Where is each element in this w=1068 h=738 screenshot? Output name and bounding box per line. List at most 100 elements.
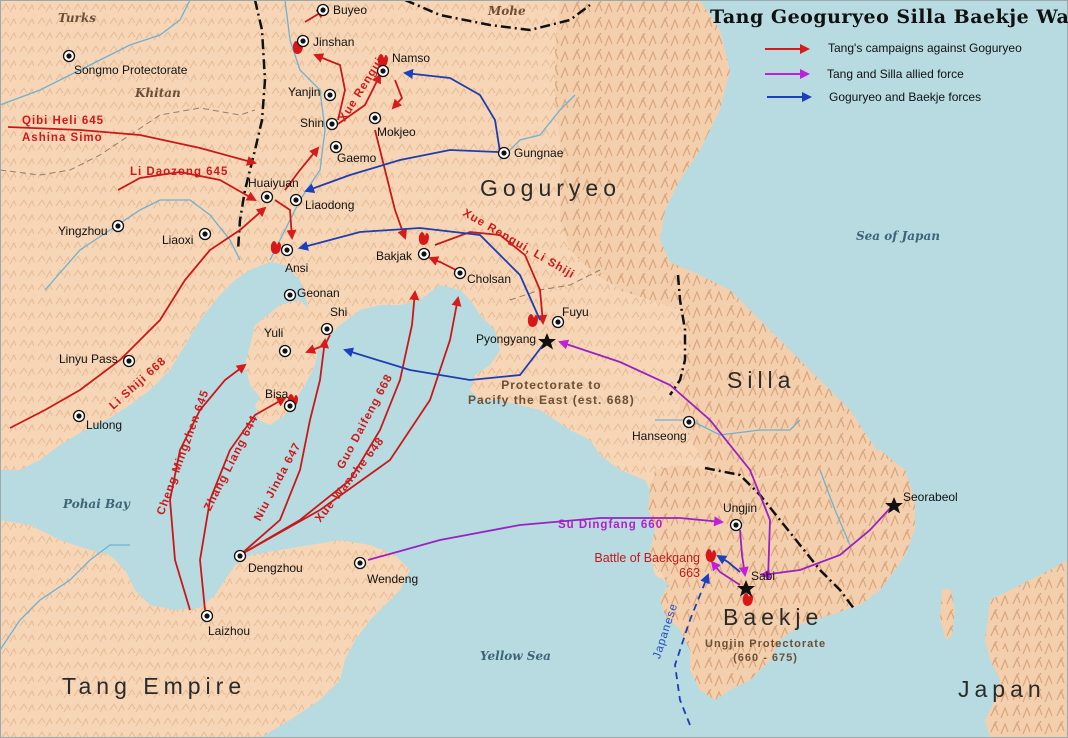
label-ungjin-protectorate: Ungjin Protectorate (660 - 675) <box>705 639 826 664</box>
city-dengzhou: Dengzhou <box>248 561 303 575</box>
label-ungjin-line2: (660 - 675) <box>733 652 798 664</box>
capital-markers <box>538 333 903 597</box>
city-yuli: Yuli <box>264 326 284 340</box>
city-marker-hanseong <box>682 415 696 429</box>
label-protectorate-east-line2: Pacify the East (est. 668) <box>468 393 635 407</box>
label-battle-baekgang-year: 663 <box>679 565 700 580</box>
landmass-liaodong <box>245 300 320 425</box>
city-marker-dengzhou <box>233 549 247 563</box>
city-huaiyuan: Huaiyuan <box>248 176 299 190</box>
sea-pohai-bay: Pohai Bay <box>63 497 130 511</box>
city-marker-gaemo <box>329 140 343 154</box>
city-lulong: Lulong <box>86 418 123 432</box>
map-title: Tang Geoguryeo Silla Baekje Wars <box>710 6 1068 28</box>
city-bakjak: Bakjak <box>376 249 413 263</box>
island-tsushima <box>940 588 955 640</box>
city-hanseong: Hanseong <box>632 429 687 443</box>
city-jinshan: Jinshan <box>313 35 355 49</box>
city-marker-shi <box>320 322 334 336</box>
city-ansi: Ansi <box>285 261 309 275</box>
city-bisa: Bisa <box>265 387 289 401</box>
city-marker-liaoxi <box>198 227 212 241</box>
city-marker-bisa <box>283 399 297 413</box>
goguryeo-baekje-routes <box>298 68 741 726</box>
tang-routes <box>7 8 548 611</box>
capital-star-pyongyang <box>538 333 556 350</box>
city-sabi: Sabi <box>751 569 776 583</box>
label-battle-baekgang-line1: Battle of Baekgang <box>594 551 700 565</box>
route-label-li-daozong: Li Daozong 645 <box>130 166 229 178</box>
route-label-qibi-heli: Qibi Heli 645 <box>22 115 105 127</box>
city-marker-yuli <box>278 344 292 358</box>
legend-arrows <box>765 44 812 102</box>
region-tang-empire: Tang Empire <box>62 673 247 699</box>
city-yanjin: Yanjin <box>288 85 321 99</box>
city-marker-bakjak <box>417 247 431 261</box>
city-marker-liaodong <box>289 193 303 207</box>
city-marker-ansi <box>280 243 294 257</box>
island-small <box>1000 648 1008 660</box>
city-marker-ungjin <box>729 518 743 532</box>
city-gungnae: Gungnae <box>514 146 564 160</box>
city-gaemo: Gaemo <box>337 151 377 165</box>
label-ungjin-line1: Ungjin Protectorate <box>705 638 827 650</box>
region-baekje: Baekje <box>723 604 824 630</box>
city-marker-jinshan <box>296 34 310 48</box>
label-protectorate-east-line1: Protectorate to <box>501 378 602 392</box>
landmass-korea-south <box>648 450 915 700</box>
city-buyeo: Buyeo <box>333 3 368 17</box>
city-marker-yingzhou <box>111 219 125 233</box>
city-ungjin: Ungjin <box>723 501 758 515</box>
city-geonan: Geonan <box>297 286 340 300</box>
city-marker-songmo <box>62 49 76 63</box>
route-label-su-dingfang: Su Dingfang 660 <box>558 519 664 531</box>
region-silla: Silla <box>727 367 796 393</box>
city-marker-wendeng <box>353 556 367 570</box>
landmass-shandong <box>0 520 410 738</box>
city-shi: Shi <box>330 305 348 319</box>
city-songmo-protectorate: Songmo Protectorate <box>74 63 188 77</box>
sea-of-japan: Sea of Japan <box>856 229 940 243</box>
label-protectorate-east: Protectorate to Pacify the East (est. 66… <box>468 379 635 406</box>
city-marker-laizhou <box>200 609 214 623</box>
city-markers <box>62 3 743 623</box>
legend-tang-campaigns: Tang's campaigns against Goguryeo <box>828 41 1022 55</box>
border-lines <box>236 0 856 611</box>
city-marker-huaiyuan <box>260 190 274 204</box>
sea-yellow-sea: Yellow Sea <box>480 649 551 663</box>
legend-goguryeo-baekje: Goguryeo and Baekje forces <box>829 90 982 104</box>
city-marker-fuyu <box>551 315 565 329</box>
route-label-ashina-simo: Ashina Simo <box>22 132 103 144</box>
city-namso: Namso <box>392 51 431 65</box>
city-pyongyang: Pyongyang <box>476 332 537 346</box>
people-mohe: Mohe <box>488 4 526 18</box>
city-marker-buyeo <box>316 3 330 17</box>
region-goguryeo: Goguryeo <box>480 175 622 201</box>
city-marker-namso <box>376 64 390 78</box>
city-laizhou: Laizhou <box>208 624 251 638</box>
city-marker-yanjin <box>323 88 337 102</box>
landmass-japan <box>985 560 1068 738</box>
city-wendeng: Wendeng <box>367 572 419 586</box>
city-shin: Shin <box>300 116 325 130</box>
landmass-korea-east <box>555 0 880 478</box>
city-liaodong: Liaodong <box>305 198 355 212</box>
city-marker-lulong <box>72 409 86 423</box>
city-liaoxi: Liaoxi <box>162 233 194 247</box>
region-japan: Japan <box>958 676 1046 702</box>
city-marker-gungnae <box>497 146 511 160</box>
allied-routes <box>367 339 894 586</box>
city-fuyu: Fuyu <box>562 305 589 319</box>
people-khitan: Khitan <box>135 86 181 100</box>
city-marker-linyu <box>122 354 136 368</box>
people-turks: Turks <box>58 11 96 25</box>
legend-allied-force: Tang and Silla allied force <box>827 67 964 81</box>
capital-star-sabi <box>737 580 755 597</box>
city-marker-shin <box>325 117 339 131</box>
city-marker-geonan <box>283 288 297 302</box>
capital-star-seorabeol <box>885 497 903 514</box>
city-marker-mokjeo <box>368 111 382 125</box>
city-marker-cholsan <box>453 266 467 280</box>
